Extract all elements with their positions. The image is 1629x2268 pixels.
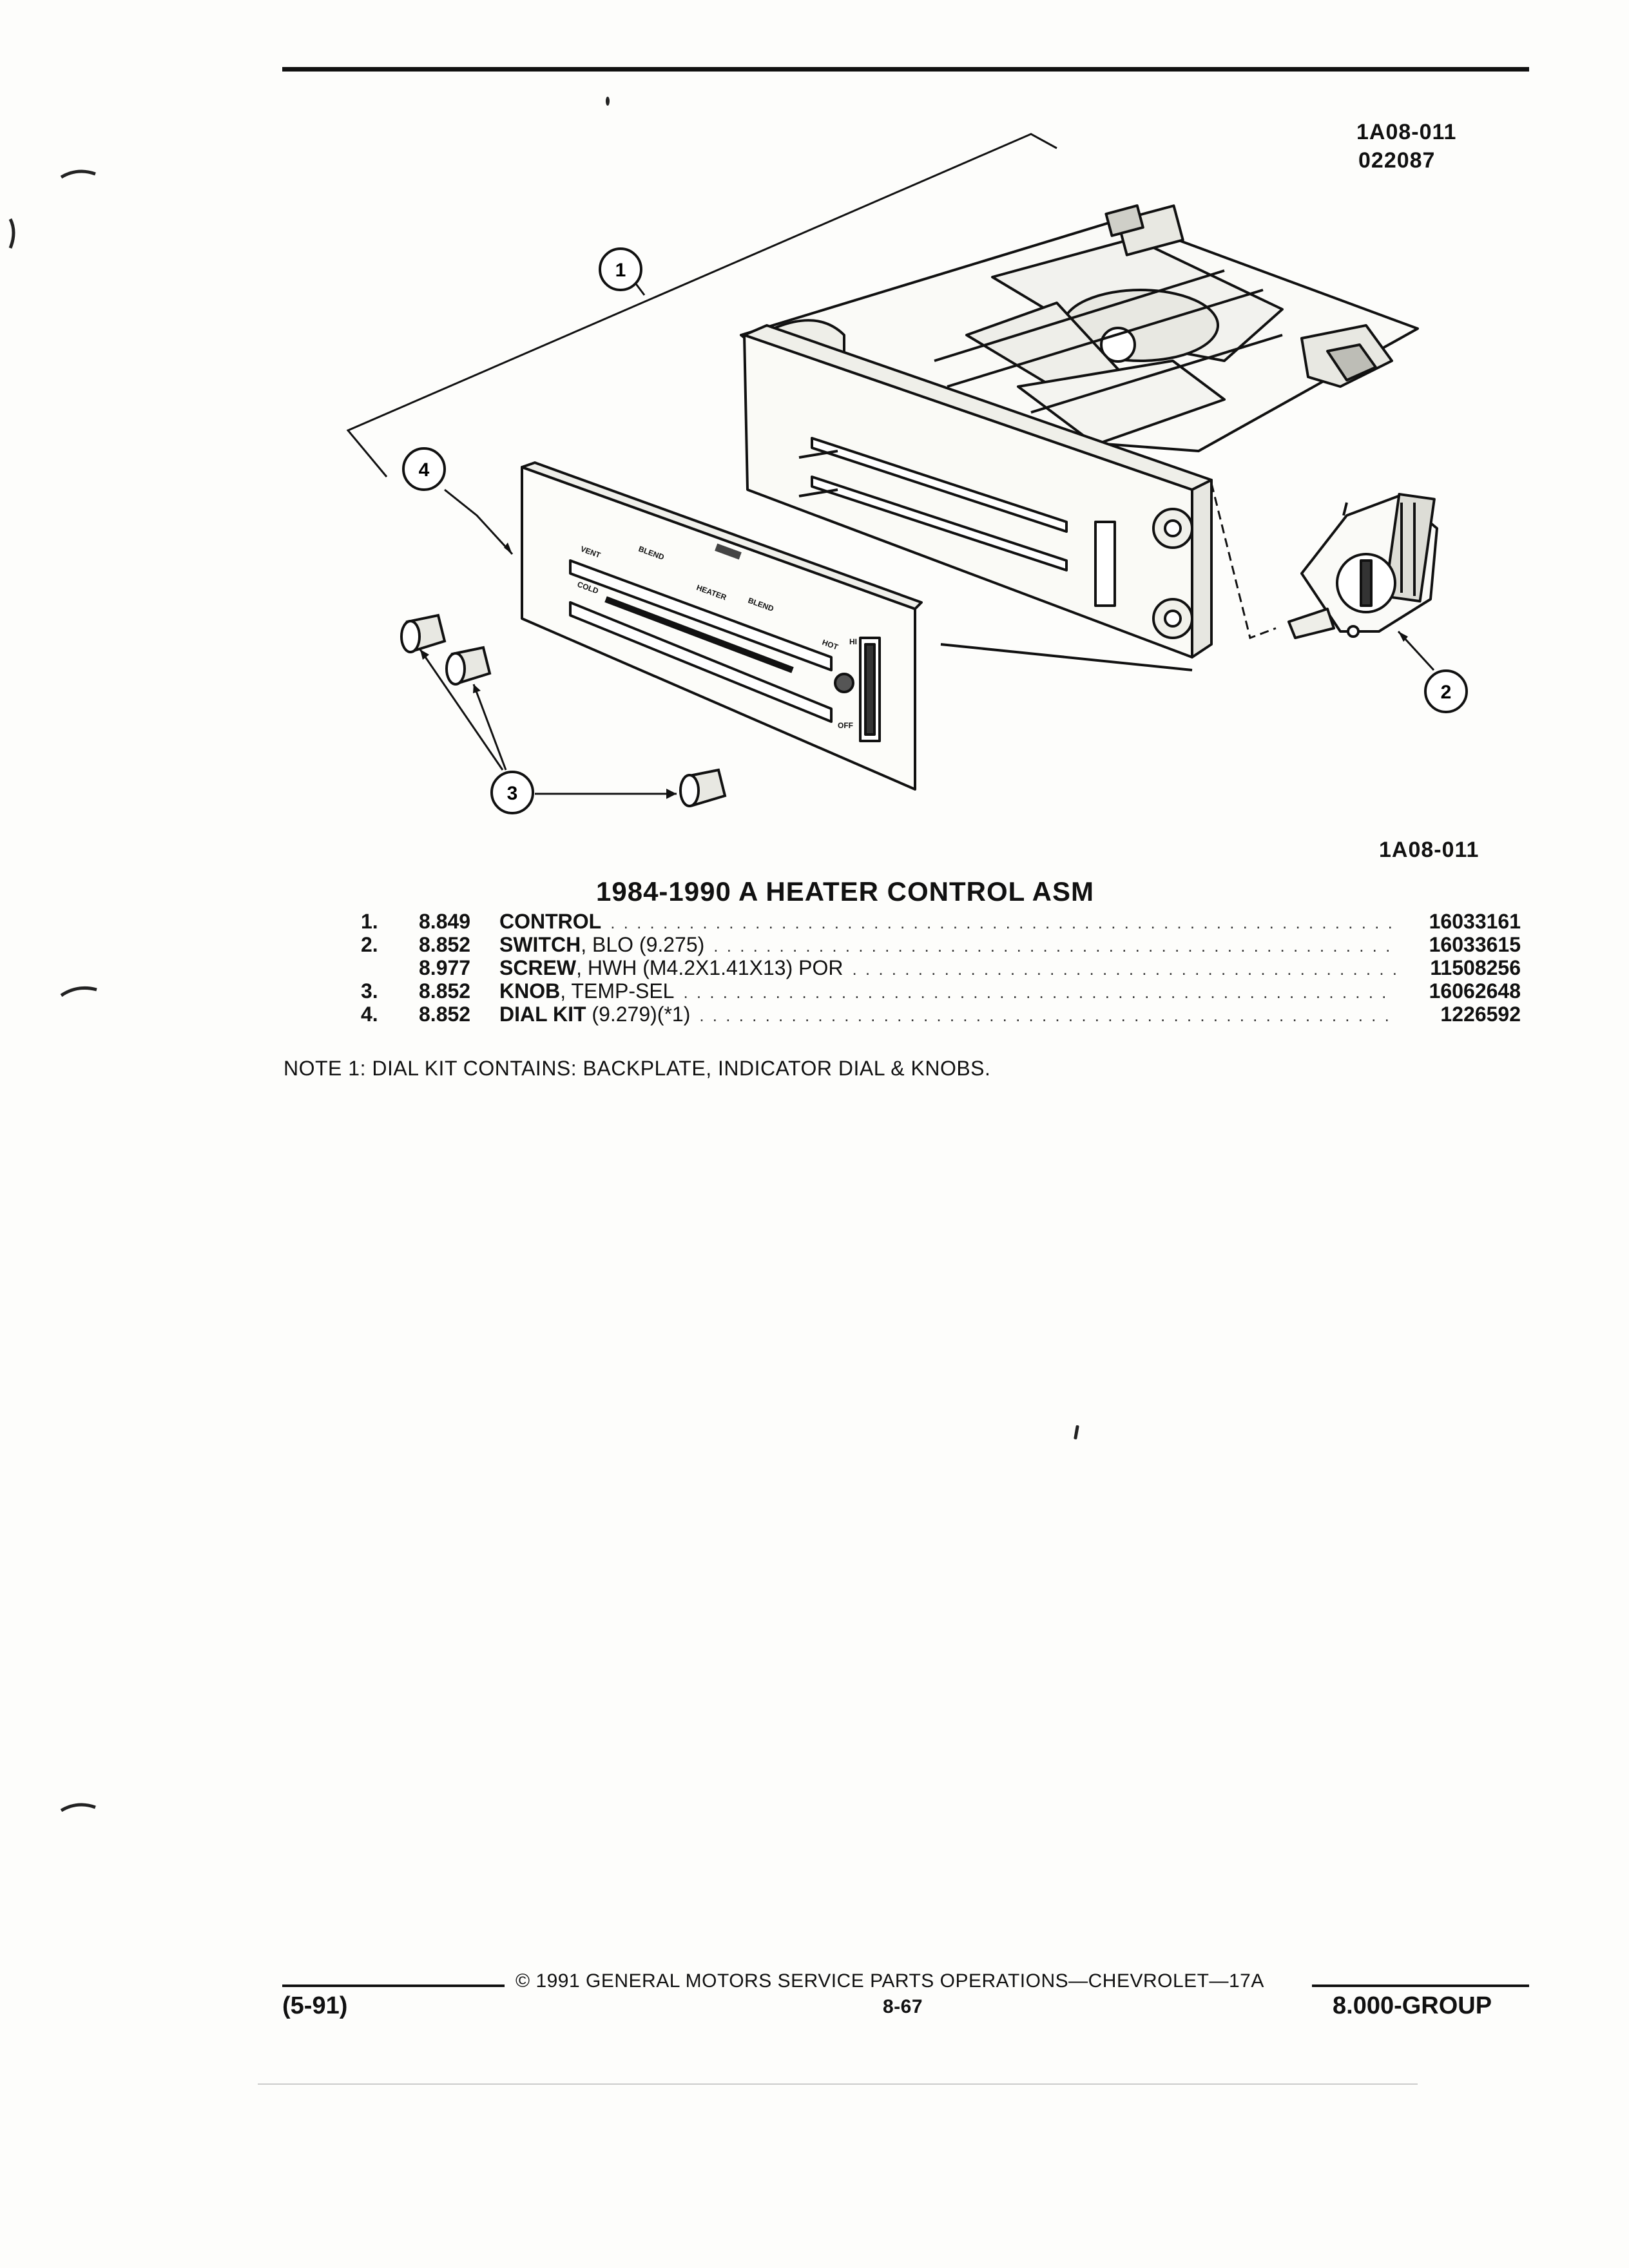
footnote: NOTE 1: DIAL KIT CONTAINS: BACKPLATE, IN… <box>284 1057 991 1080</box>
knob-3 <box>679 768 727 807</box>
part-index: 2. <box>361 933 378 956</box>
parts-row: 3. 8.852 KNOB, TEMP-SEL . . . . . . . . … <box>361 979 1521 1003</box>
part-number: 1226592 <box>1440 1003 1521 1026</box>
scan-speck <box>606 97 610 106</box>
footer-copyright: © 1991 GENERAL MOTORS SERVICE PARTS OPER… <box>516 1970 1264 1992</box>
part-number: 16033161 <box>1429 910 1521 933</box>
figure-code: 1A08-011 <box>1379 838 1480 862</box>
callout-2-number: 2 <box>1441 682 1452 703</box>
part-name: CONTROL <box>499 910 602 933</box>
temp-knobs <box>400 613 727 807</box>
parts-row: 8.977 SCREW, HWH (M4.2X1.41X13) POR . . … <box>361 956 1521 979</box>
section-title: 1984-1990 A HEATER CONTROL ASM <box>596 876 1094 907</box>
top-rule <box>282 67 1529 72</box>
blower-switch <box>1287 493 1438 639</box>
header-code-top: 1A08-011 <box>1356 120 1457 144</box>
part-description: SWITCH, BLO (9.275) <box>499 933 704 956</box>
parts-row: 4. 8.852 DIAL KIT (9.279)(*1) . . . . . … <box>361 1003 1521 1026</box>
part-detail: (9.279)(*1) <box>586 1003 691 1026</box>
part-description: SCREW, HWH (M4.2X1.41X13) POR <box>499 956 843 979</box>
callout-1-bracket <box>346 133 1057 477</box>
leader-dots: . . . . . . . . . . . . . . . . . . . . … <box>683 983 1396 1002</box>
heater-control-illustration: VENT BLEND HEATER BLEND COLD HOT HI OFF … <box>346 133 1468 814</box>
part-detail: , TEMP-SEL <box>560 979 675 1003</box>
knob-1 <box>400 613 447 653</box>
label-off: OFF <box>838 721 853 730</box>
parts-row: 1. 8.849 CONTROL . . . . . . . . . . . .… <box>361 910 1521 933</box>
footer-rule-right <box>1312 1984 1529 1987</box>
part-group: 8.977 <box>419 956 471 979</box>
scan-speck <box>1074 1425 1079 1440</box>
leader-dots: . . . . . . . . . . . . . . . . . . . . … <box>610 913 1396 932</box>
header-code-second: 022087 <box>1358 148 1436 173</box>
part-group: 8.852 <box>419 1003 471 1026</box>
margin-marks <box>8 169 97 1812</box>
callout-1-number: 1 <box>615 260 626 281</box>
part-name: DIAL KIT <box>499 1003 586 1026</box>
knob-2 <box>445 646 492 686</box>
leader-dots: . . . . . . . . . . . . . . . . . . . . … <box>852 959 1396 979</box>
part-number: 16033615 <box>1429 933 1521 956</box>
part-group: 8.849 <box>419 910 471 933</box>
part-detail: , BLO (9.275) <box>581 933 705 956</box>
part-index: 1. <box>361 910 378 933</box>
label-hi: HI <box>849 637 857 646</box>
control-unit <box>740 204 1419 671</box>
part-group: 8.852 <box>419 933 471 956</box>
footer-page-number: 8-67 <box>883 1996 923 2017</box>
part-index: 4. <box>361 1003 378 1026</box>
callout-3: 3 <box>490 771 534 814</box>
callout-3-number: 3 <box>507 783 518 804</box>
leader-dots: . . . . . . . . . . . . . . . . . . . . … <box>713 936 1396 956</box>
part-description: CONTROL <box>499 910 601 933</box>
parts-row: 2. 8.852 SWITCH, BLO (9.275) . . . . . .… <box>361 933 1521 956</box>
callout-4-number: 4 <box>419 459 430 481</box>
part-name: SCREW <box>499 956 577 979</box>
part-name: SWITCH <box>499 933 581 956</box>
part-number: 11508256 <box>1430 956 1521 979</box>
part-detail: , HWH (M4.2X1.41X13) POR <box>576 956 843 979</box>
footer-date: (5-91) <box>282 1992 348 2019</box>
part-number: 16062648 <box>1429 979 1521 1003</box>
footer-rule-left <box>282 1984 505 1987</box>
part-description: KNOB, TEMP-SEL <box>499 979 674 1003</box>
footer-group: 8.000-GROUP <box>1333 1992 1492 2019</box>
part-group: 8.852 <box>419 979 471 1003</box>
part-name: KNOB <box>499 979 561 1003</box>
leader-dots: . . . . . . . . . . . . . . . . . . . . … <box>699 1006 1396 1025</box>
part-index: 3. <box>361 979 378 1003</box>
dial-plate <box>521 461 923 791</box>
callout-2: 2 <box>1424 669 1468 713</box>
callout-4: 4 <box>402 447 446 491</box>
callout-1: 1 <box>599 247 642 291</box>
parts-list: 1. 8.849 CONTROL . . . . . . . . . . . .… <box>361 910 1521 1026</box>
part-description: DIAL KIT (9.279)(*1) <box>499 1003 690 1026</box>
